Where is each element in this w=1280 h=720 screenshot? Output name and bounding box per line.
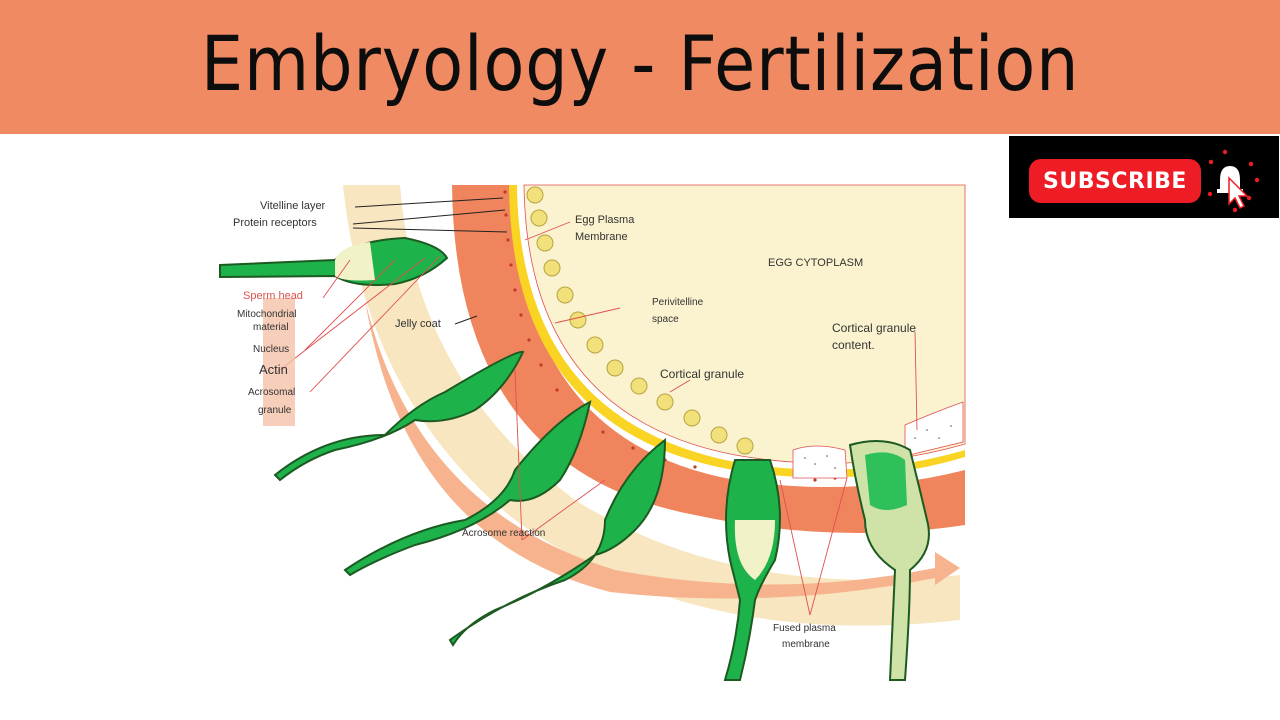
label-cortical-content: Cortical granule	[832, 321, 917, 335]
label-fused-plasma: Fused plasma	[773, 623, 836, 634]
label-mitochondrial-2: material	[253, 322, 289, 333]
diagram-illustration	[219, 184, 966, 681]
subscribe-button[interactable]: SUBSCRIBE	[1029, 159, 1201, 203]
label-nucleus: Nucleus	[253, 344, 290, 355]
fertilization-diagram: Vitelline layer Protein receptors Sperm …	[215, 180, 975, 685]
subscribe-panel: SUBSCRIBE	[1009, 136, 1279, 218]
label-egg-cytoplasm: EGG CYTOPLASM	[768, 257, 864, 269]
label-vitelline-layer: Vitelline layer	[260, 200, 326, 212]
label-perivitelline-2: space	[652, 314, 679, 325]
label-actin: Actin	[259, 362, 288, 377]
label-sperm-head: Sperm head	[243, 290, 303, 302]
bell-with-cursor-icon[interactable]	[1205, 144, 1275, 214]
label-jelly-coat: Jelly coat	[395, 318, 441, 330]
page-title: Embryology - Fertilization	[200, 18, 1080, 108]
label-egg-plasma-2: Membrane	[575, 231, 628, 243]
title-banner: Embryology - Fertilization	[0, 0, 1280, 134]
label-acrosomal-2: granule	[258, 405, 292, 416]
label-cortical-content-2: content.	[832, 338, 875, 352]
label-mitochondrial: Mitochondrial	[237, 309, 297, 320]
label-fused-plasma-2: membrane	[782, 639, 830, 650]
label-acrosomal: Acrosomal	[248, 387, 296, 398]
label-egg-plasma: Egg Plasma	[575, 214, 635, 226]
label-acrosome-reaction: Acrosome reaction	[462, 528, 546, 539]
label-protein-receptors: Protein receptors	[233, 217, 317, 229]
label-perivitelline: Perivitelline	[652, 297, 704, 308]
label-cortical-granule: Cortical granule	[660, 367, 745, 381]
